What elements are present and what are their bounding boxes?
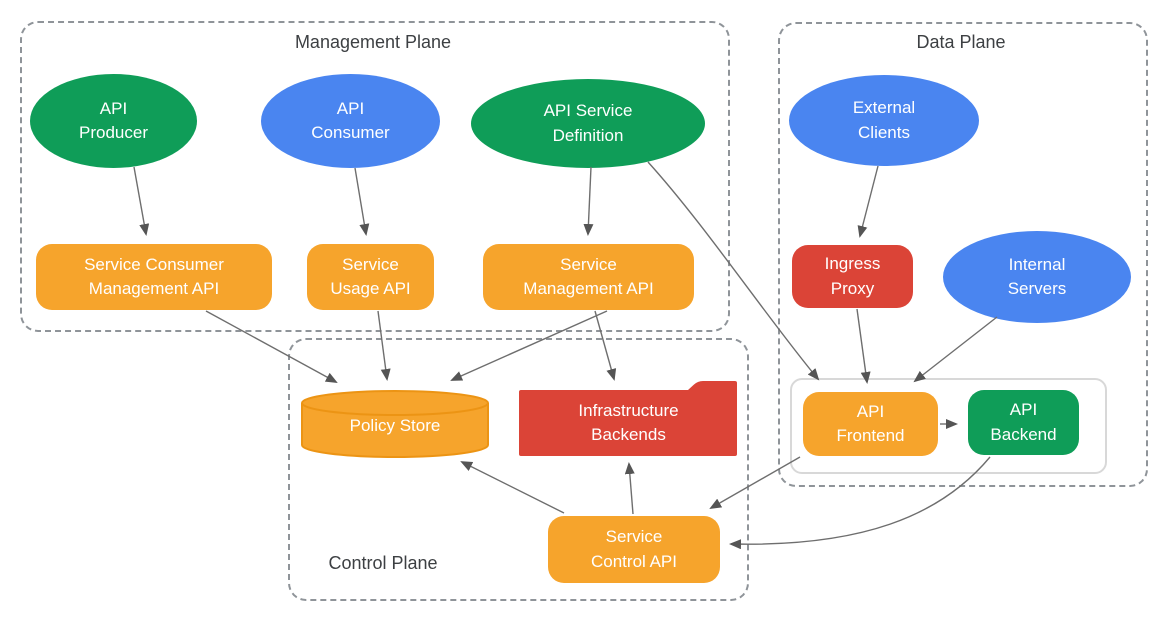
node-service-usage-api-label: Service Usage API <box>330 254 411 298</box>
control-plane-title: Control Plane <box>328 553 438 573</box>
node-api-backend: API Backend <box>968 390 1079 455</box>
node-external-clients-label: External Clients <box>852 98 916 142</box>
node-service-consumer-management-api-label: Service Consumer Management API <box>84 254 224 298</box>
node-service-control-api-label: Service Control API <box>591 527 677 571</box>
node-service-control-api: Service Control API <box>548 516 720 583</box>
node-ingress-proxy: Ingress Proxy <box>792 245 913 308</box>
node-api-consumer: API Consumer <box>261 74 440 168</box>
data-plane-title: Data Plane <box>916 32 1006 52</box>
node-internal-servers: Internal Servers <box>943 231 1131 323</box>
node-service-management-api-label: Service Management API <box>523 254 654 298</box>
node-api-backend-label: API Backend <box>990 400 1057 444</box>
node-infrastructure-backends-label: Infrastructure Backends <box>578 400 679 444</box>
node-service-management-api: Service Management API <box>483 244 694 310</box>
node-internal-servers-label: Internal Servers <box>1007 254 1067 298</box>
node-api-producer-label: API Producer <box>79 98 148 142</box>
node-policy-store-label: Policy Store <box>349 415 441 435</box>
management-plane-title: Management Plane <box>294 32 452 52</box>
node-api-service-definition: API Service Definition <box>471 79 705 168</box>
node-service-consumer-management-api: Service Consumer Management API <box>36 244 272 310</box>
node-api-frontend: API Frontend <box>803 392 938 456</box>
node-api-frontend-label: API Frontend <box>836 401 905 445</box>
node-api-service-definition-label: API Service Definition <box>543 101 633 145</box>
node-api-producer: API Producer <box>30 74 197 168</box>
node-api-consumer-label: API Consumer <box>311 98 390 142</box>
node-external-clients: External Clients <box>789 75 979 166</box>
node-ingress-proxy-label: Ingress Proxy <box>824 254 881 298</box>
node-service-usage-api: Service Usage API <box>307 244 434 310</box>
